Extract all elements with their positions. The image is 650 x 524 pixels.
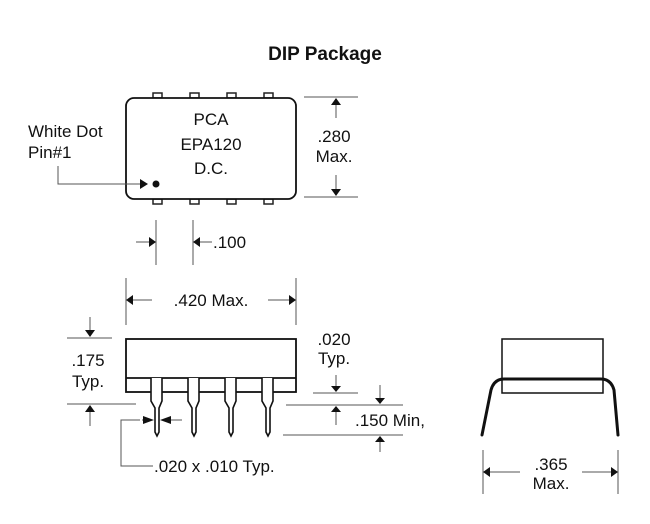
height-dim-label-1: .280 (317, 127, 350, 146)
end-width-label-1: .365 (534, 455, 567, 474)
top-view: PCA EPA120 D.C. White Dot Pin#1 .280 Max… (28, 92, 358, 205)
length-dimension: .420 Max. (125, 278, 297, 325)
lead-size-leader-line (120, 419, 153, 467)
side-leads (150, 378, 274, 438)
arrow-down-icon (331, 189, 341, 196)
arrow-up-icon (331, 98, 341, 105)
height-dim-label-2: Max. (316, 147, 353, 166)
arrow-right-icon (143, 416, 154, 424)
lead-size-label: .020 x .010 Typ. (154, 457, 275, 476)
arrow-up-icon (85, 405, 95, 412)
side-view: .175 Typ. .020 Typ. .150 Min, .020 x .01… (67, 317, 425, 476)
arrow-left-icon (483, 467, 490, 477)
pitch-dimension: .100 (136, 220, 246, 265)
end-leads (480, 377, 620, 437)
marking-line-3: D.C. (194, 159, 228, 178)
lead (261, 378, 274, 438)
length-dim-label: .420 Max. (174, 291, 249, 310)
package-body-end (501, 338, 604, 394)
pin1-label-line1: White Dot (28, 122, 103, 141)
arrow-left-icon (126, 295, 133, 305)
arrow-up-icon (331, 406, 341, 412)
standoff-label-1: .020 (317, 330, 350, 349)
arrow-down-icon (375, 398, 385, 404)
pin1-leader-line (57, 166, 140, 185)
arrow-down-icon (331, 386, 341, 392)
end-view: .365 Max. (480, 338, 620, 494)
pin1-dot-icon (152, 180, 160, 188)
arrow-right-icon (289, 295, 296, 305)
arrow-left-icon (193, 237, 200, 247)
end-width-label-2: Max. (533, 474, 570, 493)
pin1-label-line2: Pin#1 (28, 143, 71, 162)
diagram-title: DIP Package (268, 44, 382, 65)
standoff-label-2: Typ. (318, 349, 350, 368)
lead (187, 378, 200, 438)
arrow-left-icon (160, 416, 171, 424)
pin1-arrow-icon (140, 179, 148, 189)
marking-line-2: EPA120 (180, 135, 241, 154)
lead (150, 378, 163, 438)
lead-length-label: .150 Min, (355, 411, 425, 430)
package-body-top (125, 97, 297, 200)
pitch-dim-label: .100 (213, 233, 246, 252)
arrow-right-icon (611, 467, 618, 477)
lead (224, 378, 237, 438)
arrow-up-icon (375, 436, 385, 442)
arrow-down-icon (85, 330, 95, 337)
marking-line-1: PCA (194, 110, 230, 129)
side-height-label-2: Typ. (72, 372, 104, 391)
arrow-right-icon (149, 237, 156, 247)
side-height-label-1: .175 (71, 351, 104, 370)
